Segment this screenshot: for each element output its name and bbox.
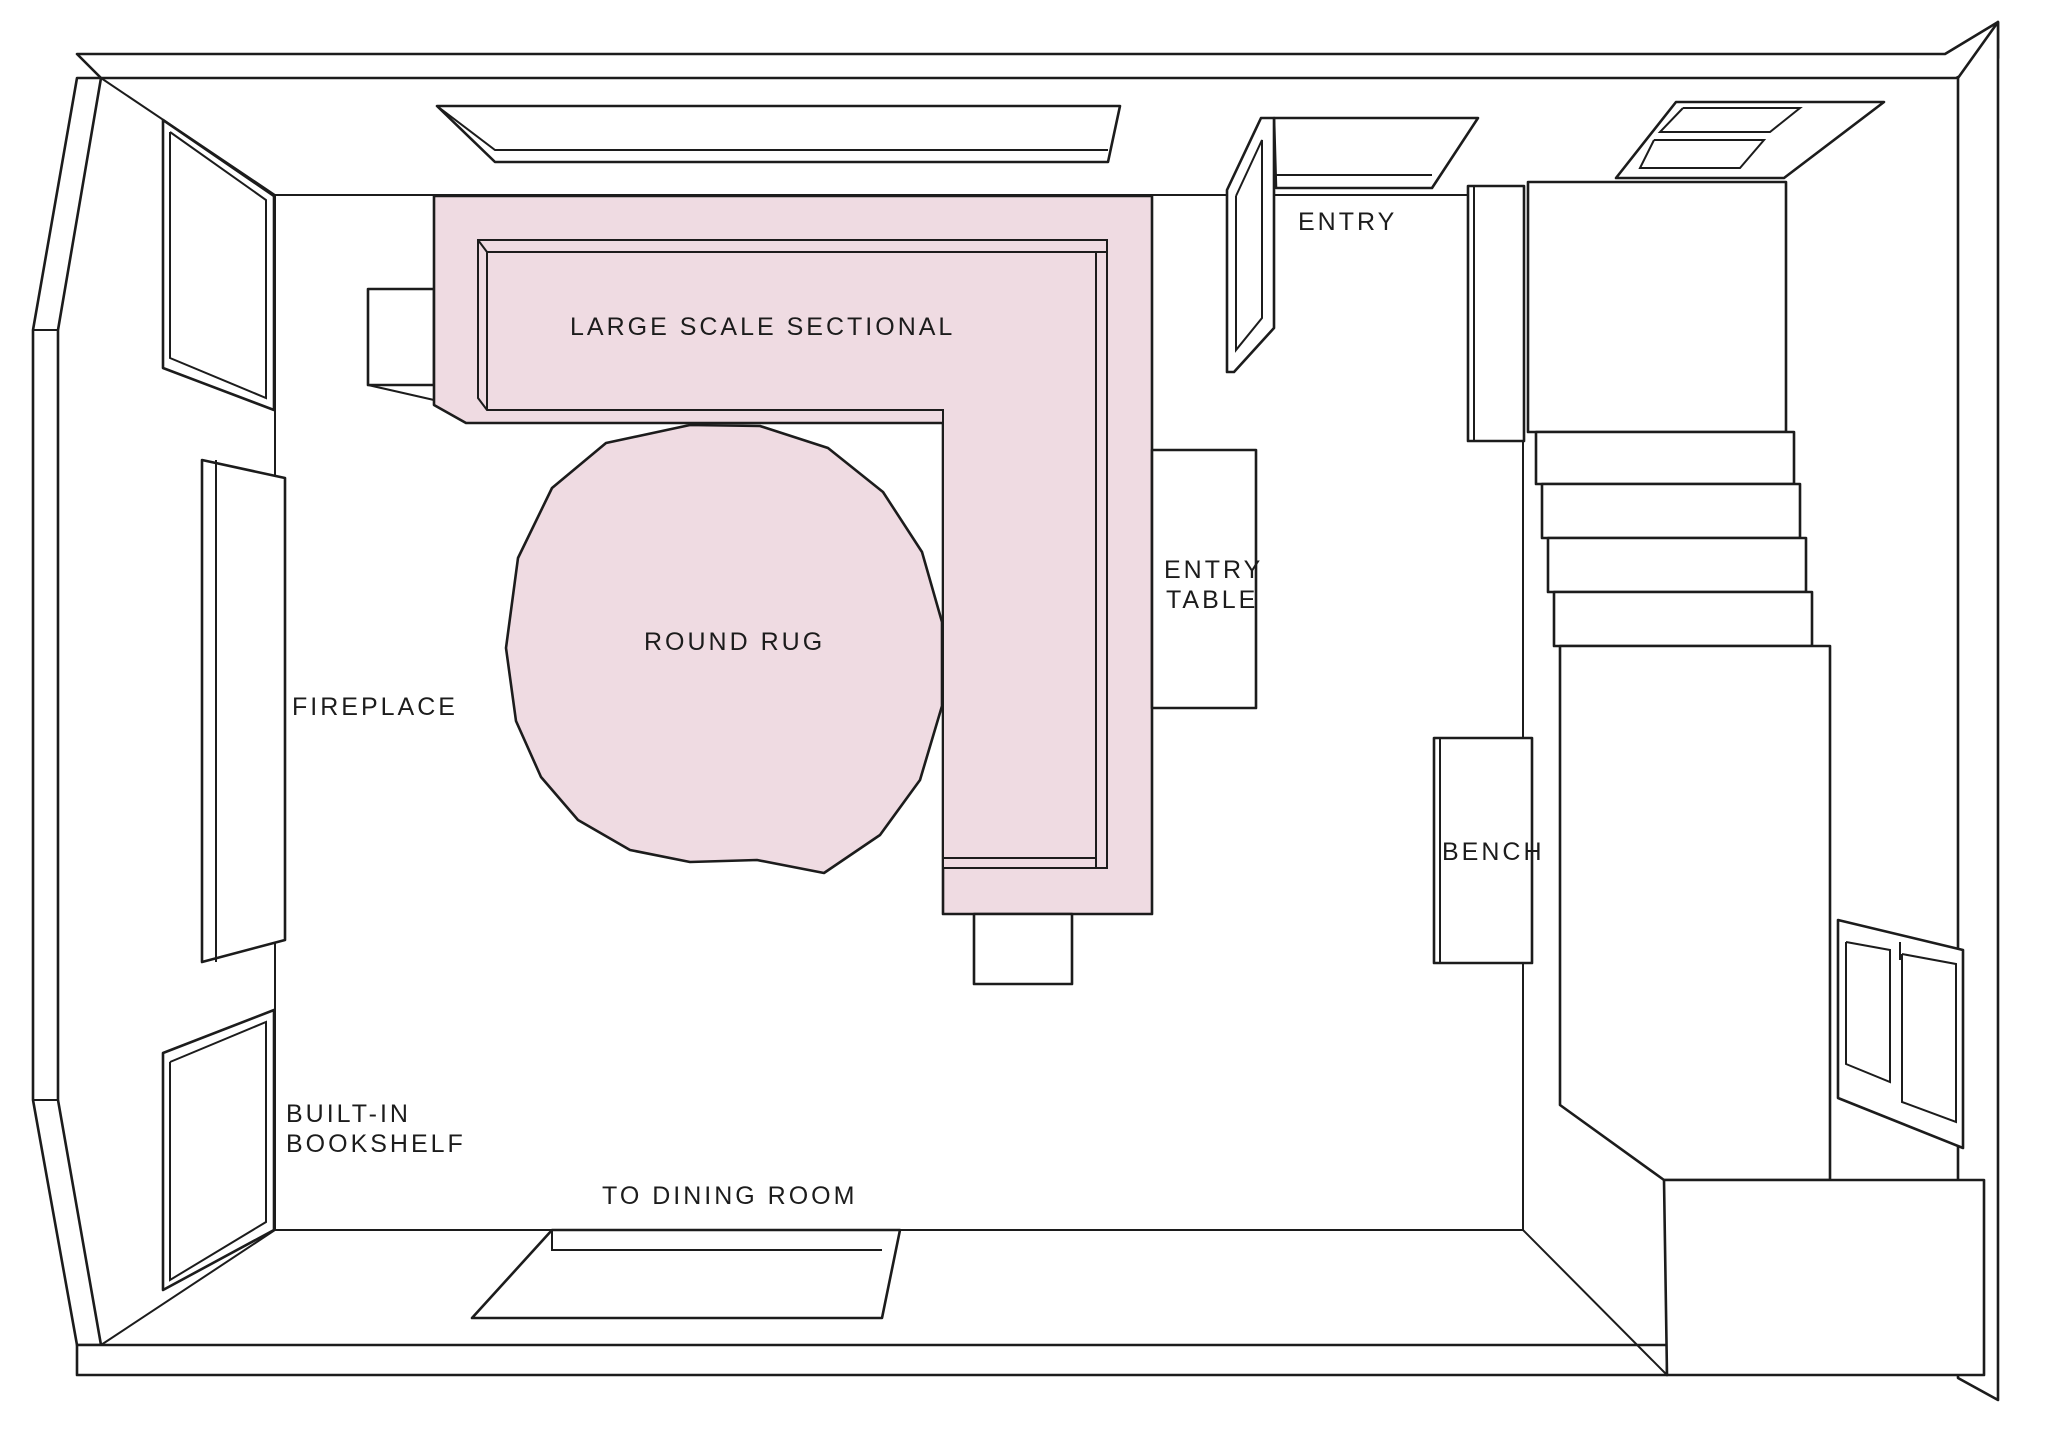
entry-table: [1150, 448, 1258, 710]
top-wall: [75, 20, 2000, 80]
entry-door: [1225, 116, 1276, 374]
built-in-bookshelf: [161, 1008, 276, 1292]
fireplace: [200, 458, 287, 964]
corner-platform: [1662, 1178, 1986, 1377]
right-side-window: [1836, 918, 1965, 1150]
label-entry-table-line2: TABLE: [1166, 586, 1258, 614]
bottom-wall: [75, 1343, 1669, 1377]
stair-upper-block: [1526, 180, 1788, 434]
entry-opening: [1272, 116, 1480, 190]
label-dining: TO DINING ROOM: [602, 1182, 857, 1210]
label-entry: ENTRY: [1298, 208, 1397, 236]
right-wall: [1956, 20, 2000, 1402]
top-window: [435, 104, 1122, 164]
stair-step-4: [1552, 590, 1814, 648]
left-wall: [31, 76, 103, 1347]
bench: [1432, 736, 1534, 965]
left-upper-window: [161, 118, 276, 412]
sectional-sofa: [432, 194, 1154, 916]
stair-step-1: [1534, 430, 1796, 486]
top-right-window: [1614, 100, 1886, 180]
label-fireplace: FIREPLACE: [292, 693, 458, 721]
ottoman: [972, 912, 1074, 986]
label-bookshelf-line1: BUILT-IN: [286, 1100, 411, 1128]
dining-doorway: [470, 1228, 902, 1320]
labels: LARGE SCALE SECTIONAL ROUND RUG ENTRY EN…: [286, 208, 1545, 1210]
stairs: [1526, 180, 1832, 1182]
label-sectional: LARGE SCALE SECTIONAL: [570, 313, 955, 341]
side-table-left: [366, 287, 436, 387]
stair-step-2: [1540, 482, 1802, 540]
stair-lower-block: [1558, 644, 1832, 1182]
label-bookshelf-line2: BOOKSHELF: [286, 1130, 466, 1158]
side-table-left-edge: [367, 384, 435, 401]
entry-closet: [1466, 184, 1526, 443]
stair-step-3: [1546, 536, 1808, 594]
label-bench: BENCH: [1442, 838, 1545, 866]
label-entry-table-line1: ENTRY: [1164, 556, 1263, 584]
label-round-rug: ROUND RUG: [644, 628, 825, 656]
round-rug: [504, 423, 944, 875]
